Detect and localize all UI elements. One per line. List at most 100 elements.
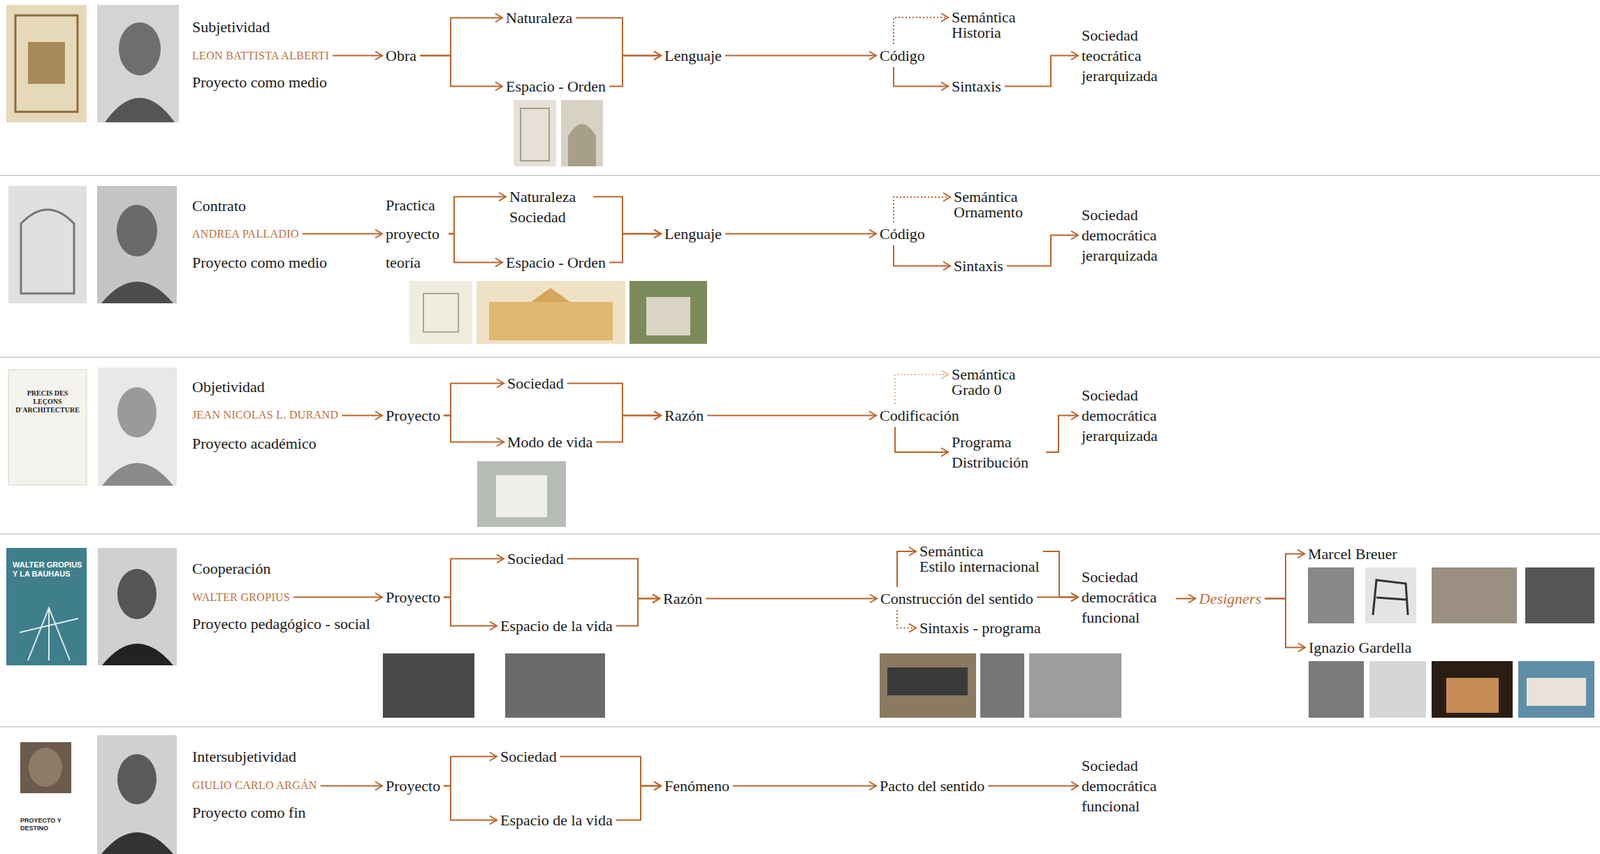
arrow-connector bbox=[341, 411, 383, 420]
arrow-head bbox=[869, 594, 877, 603]
concept-node: Razón bbox=[664, 405, 704, 426]
concept-node: ANDREA PALLADIO bbox=[192, 223, 300, 244]
row-label: PROYECTO Y DESTINO bbox=[20, 816, 84, 833]
arrow-connector bbox=[725, 51, 877, 61]
bauhaus-photo bbox=[382, 653, 475, 718]
arrow-head bbox=[489, 621, 497, 631]
arrow-connector bbox=[443, 554, 504, 598]
connector-line bbox=[448, 197, 506, 235]
concept-node-text: Sociedad democrática funcional bbox=[1081, 755, 1173, 817]
concept-node: Sintaxis - programa bbox=[919, 617, 1042, 638]
row-label: Intersubjetividad bbox=[192, 746, 297, 767]
concept-node-text: Espacio de la vida bbox=[500, 809, 613, 831]
arrow-connector bbox=[567, 383, 661, 420]
arrow-head bbox=[495, 13, 503, 23]
tempietto-dome bbox=[568, 124, 596, 167]
row-label-text: Intersubjetividad bbox=[192, 746, 297, 767]
arrow-head bbox=[375, 229, 383, 239]
concept-node: Sociedad bbox=[507, 373, 564, 394]
arrow-head bbox=[375, 51, 383, 61]
concept-node-text: Practica proyecto teoría bbox=[385, 190, 446, 277]
connector-line bbox=[987, 785, 1079, 787]
connector-line bbox=[443, 597, 497, 627]
connector-line bbox=[732, 785, 877, 787]
arrow-connector bbox=[1264, 598, 1306, 652]
concept-node-text: Semántica bbox=[951, 9, 1016, 26]
connector-line bbox=[1043, 551, 1079, 598]
concept-node-text: Sintaxis - programa bbox=[919, 617, 1042, 638]
concept-node: SemánticaHistoria bbox=[951, 9, 1016, 41]
arrow-connector bbox=[302, 229, 383, 239]
concept-node: Naturaleza bbox=[505, 7, 573, 28]
connector-line bbox=[443, 786, 497, 821]
arrow-connector bbox=[448, 192, 506, 235]
bauhaus-photo bbox=[505, 653, 606, 718]
arrow-head bbox=[908, 547, 916, 556]
arrow-head bbox=[1298, 643, 1306, 652]
concept-node-text: Marcel Breuer bbox=[1307, 543, 1398, 564]
concept-node: LEON BATTISTA ALBERTI bbox=[192, 45, 330, 66]
concept-node-text: Ignazio Gardella bbox=[1308, 637, 1412, 658]
plan-drawing bbox=[409, 280, 473, 344]
connector-line bbox=[893, 17, 949, 45]
concept-node-text: Semántica bbox=[919, 543, 1040, 559]
arrow-head bbox=[653, 229, 661, 239]
villa-facade bbox=[646, 296, 691, 336]
connector-line bbox=[575, 18, 661, 56]
concept-node-text: WALTER GROPIUS bbox=[192, 586, 290, 608]
concept-node: Sociedad democrática jerarquizada bbox=[1081, 384, 1173, 446]
gardella-photo bbox=[1308, 660, 1364, 718]
concept-node-text: Fenómeno bbox=[664, 775, 730, 796]
arrow-head bbox=[375, 593, 383, 602]
arrow-connector bbox=[893, 245, 951, 271]
row-label-text: Proyecto como fin bbox=[192, 802, 307, 823]
book-cover bbox=[6, 547, 87, 666]
arrow-connector bbox=[987, 781, 1079, 791]
book-cover bbox=[8, 185, 87, 304]
connector-line bbox=[443, 558, 504, 598]
concept-node-text: Proyecto bbox=[385, 405, 441, 426]
connector-line bbox=[595, 415, 661, 443]
portrait-photo bbox=[97, 547, 177, 666]
house-photo bbox=[1431, 567, 1517, 624]
concept-node-text: Proyecto bbox=[385, 586, 441, 608]
arrow-connector bbox=[893, 13, 949, 45]
building-facade bbox=[1446, 677, 1499, 713]
concept-node: SemánticaOrnamento bbox=[953, 189, 1023, 221]
concept-node: Sociedad bbox=[500, 746, 557, 767]
concept-node-text: Modo de vida bbox=[507, 431, 593, 453]
chair-photo bbox=[1369, 660, 1427, 718]
arrow-head bbox=[869, 229, 877, 239]
arrow-connector bbox=[575, 18, 661, 61]
portrait-head bbox=[117, 753, 157, 805]
concept-node-text: Espacio - Orden bbox=[505, 76, 606, 97]
arrow-head bbox=[869, 781, 877, 791]
connector-line bbox=[893, 67, 949, 87]
chair-drawing bbox=[1372, 579, 1408, 615]
arrow-connector bbox=[725, 229, 877, 239]
arrow-connector bbox=[419, 55, 503, 91]
connector-line bbox=[567, 558, 660, 599]
portrait-photo bbox=[97, 735, 177, 854]
arrow-head bbox=[489, 752, 497, 761]
arrow-head bbox=[496, 438, 504, 447]
row-label-text: Proyecto como medio bbox=[192, 71, 327, 93]
row-label: Subjetividad bbox=[192, 16, 270, 38]
concept-node-text: Lenguaje bbox=[664, 45, 722, 66]
arrow-connector bbox=[1175, 594, 1196, 603]
arrow-head bbox=[1071, 51, 1079, 61]
arrow-connector bbox=[595, 411, 661, 443]
concept-node: Construcción del sentido bbox=[880, 588, 1034, 609]
arrow-connector bbox=[707, 411, 877, 420]
connector-line bbox=[332, 55, 383, 57]
concept-node-text: LEON BATTISTA ALBERTI bbox=[192, 45, 330, 66]
connector-line bbox=[593, 197, 661, 235]
arrow-connector bbox=[1036, 593, 1079, 602]
concept-node-text: GIULIO CARLO ARGÁN bbox=[192, 774, 318, 796]
arrow-connector bbox=[609, 51, 661, 87]
concept-node-text: Sintaxis bbox=[951, 76, 1002, 97]
concept-node-text: JEAN NICOLAS L. DURAND bbox=[192, 404, 339, 425]
concept-node: Designers bbox=[1198, 588, 1262, 609]
arrow-connector bbox=[893, 192, 951, 223]
arrow-head bbox=[1071, 781, 1079, 791]
